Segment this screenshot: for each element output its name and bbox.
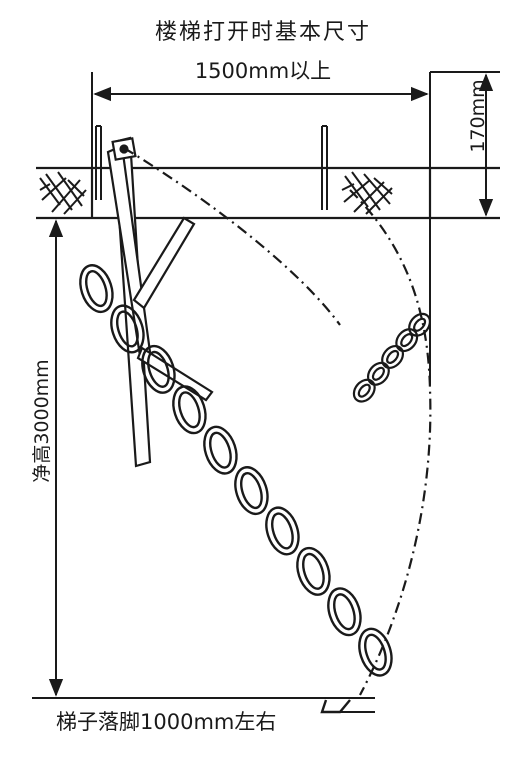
ceiling-slab [36, 166, 500, 220]
footprint-label: 梯子落脚1000mm左右 [56, 710, 277, 734]
clear-height-label: 净高3000mm [31, 359, 53, 483]
floor-and-height-dimension [32, 219, 375, 713]
folded-stair-chain [352, 312, 432, 403]
extended-stair-chain [79, 264, 393, 714]
ceiling-gap-dimension [430, 71, 500, 217]
swing-paths [123, 147, 432, 696]
hinge-and-arms [106, 136, 214, 468]
ceiling-gap-label: 170mm [467, 79, 489, 153]
diagram-title: 楼梯打开时基本尺寸 [154, 20, 371, 45]
opening-width-label: 1500mm以上 [194, 59, 332, 83]
frame-uprights [95, 125, 328, 210]
ceiling-hatch-right [341, 171, 393, 215]
ceiling-hatch-left [39, 171, 87, 215]
